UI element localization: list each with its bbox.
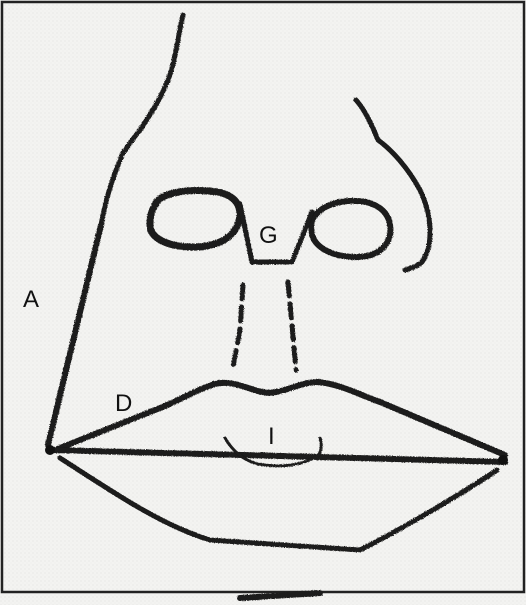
label-g: G [259,222,278,249]
label-d: D [115,390,132,417]
label-i: I [268,423,275,450]
mouth-corner-right [498,455,508,465]
label-a: A [23,286,39,313]
mouth-corner-left [45,445,55,455]
